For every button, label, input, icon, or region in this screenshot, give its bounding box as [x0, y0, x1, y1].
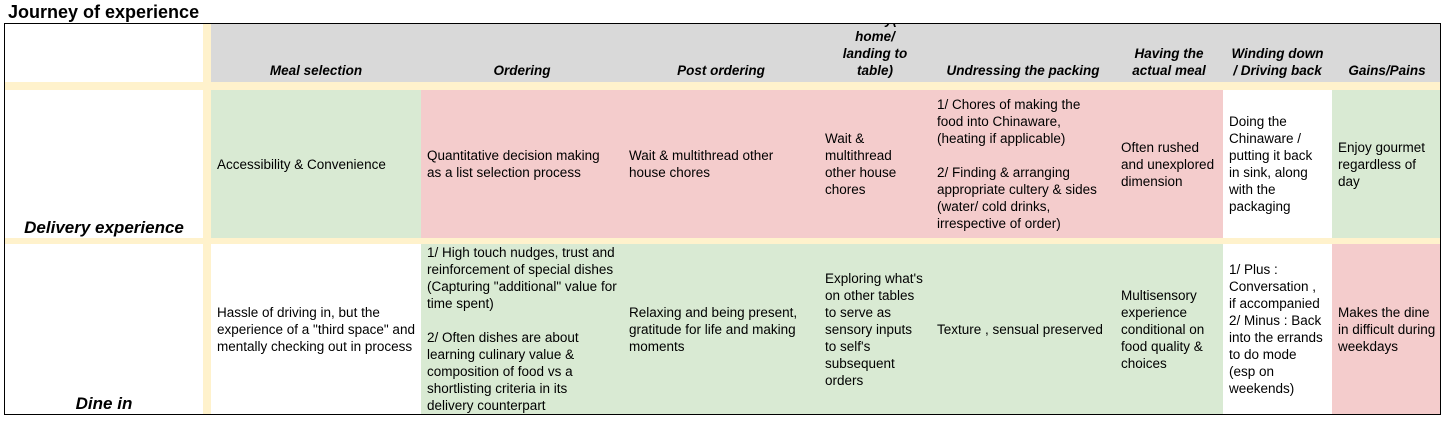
table-cell: Multisensory experience conditional on f… [1115, 244, 1223, 414]
table-cell: Wait & multithread other house chores [819, 90, 931, 238]
separator-row [5, 82, 1440, 90]
separator-column [203, 90, 211, 238]
table-cell: Makes the dine in difficult during weekd… [1332, 244, 1440, 414]
table-cell: Accessibility & Convenience [211, 90, 421, 238]
table-cell: Relaxing and being present, gratitude fo… [623, 244, 819, 414]
column-header: Meal selection [211, 24, 421, 82]
page-title: Journey of experience [8, 2, 200, 22]
column-header: Gains/Pains [1332, 24, 1440, 82]
row-label: Dine in [5, 244, 203, 414]
table-cell: Quantitative decision making as a list s… [421, 90, 623, 238]
table-cell: Wait & multithread other house chores [623, 90, 819, 238]
separator-row [5, 238, 1440, 244]
separator-column [203, 24, 211, 82]
table-cell: Doing the Chinaware / putting it back in… [1223, 90, 1332, 238]
corner-cell [5, 24, 203, 82]
column-header: Having the actual meal [1115, 24, 1223, 82]
table-cell: Texture , sensual preserved [931, 244, 1115, 414]
journey-table: Meal selection Ordering Post ordering De… [4, 23, 1441, 415]
column-header: Ordering [421, 24, 623, 82]
table-cell: Enjoy gourmet regardless of day [1332, 90, 1440, 238]
table-cell: Often rushed and unexplored dimension [1115, 90, 1223, 238]
table-cell: 1/ Plus : Conversation , if accompanied … [1223, 244, 1332, 414]
table-cell: Hassle of driving in, but the experience… [211, 244, 421, 414]
column-header: Undressing the packing [931, 24, 1115, 82]
separator-column [203, 244, 211, 414]
column-header: Post ordering [623, 24, 819, 82]
table-cell: 1/ Chores of making the food into Chinaw… [931, 90, 1115, 238]
row-label: Delivery experience [5, 90, 203, 238]
table-cell: Exploring what's on other tables to serv… [819, 244, 931, 414]
column-header: Delivery(to home/ landing to table) [819, 24, 931, 82]
column-header: Winding down / Driving back [1223, 24, 1332, 82]
table-cell: 1/ High touch nudges, trust and reinforc… [421, 244, 623, 414]
